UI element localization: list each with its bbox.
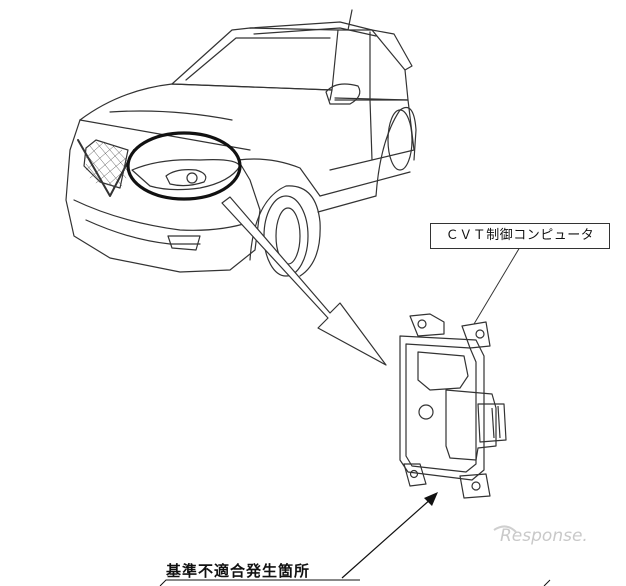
grille-mesh (85, 141, 129, 189)
hood-line (109, 110, 233, 121)
v-motion-chrome (77, 139, 135, 197)
response-watermark: Response. (500, 526, 588, 546)
ecu-breather (418, 404, 434, 420)
ecu-housing-inner (405, 343, 477, 473)
side-mirror (325, 83, 361, 105)
fog-light (167, 235, 201, 251)
headlamp-bulb (186, 172, 198, 184)
watermark-swoosh (493, 525, 517, 533)
grille-outline (83, 139, 129, 189)
roof-rail (249, 21, 373, 31)
hood-top (79, 83, 333, 121)
side-sill-top (319, 171, 411, 197)
bracket-right-end (543, 579, 551, 586)
pointer-arrow (221, 196, 387, 366)
ecu-raised-panel (417, 351, 469, 391)
cvt-computer-label: ＣＶＴ制御コンピュータ (430, 223, 610, 249)
ecu-bolt-hole (475, 329, 485, 339)
connector-ridge (497, 405, 501, 439)
headlamp-highlight-ellipse (126, 131, 242, 201)
ecu-mount-top-right (461, 321, 491, 349)
vehicle-drawing (65, 9, 417, 277)
ecu-bolt-hole (417, 319, 427, 329)
ecu-mount-top-left (409, 313, 445, 337)
front-fender (237, 158, 321, 197)
windshield-inner (185, 37, 331, 81)
ecu-housing (399, 335, 485, 481)
defect-arrow-head (424, 492, 438, 506)
ecu-connector (445, 389, 497, 461)
wheel-arch (249, 185, 321, 277)
ecu-connector-plug (477, 403, 507, 443)
roof-rail-inner (253, 27, 377, 37)
side-window-rear (371, 29, 413, 71)
defect-arrow-line (341, 497, 433, 579)
ecu-bolt-hole (409, 469, 419, 479)
bumper-line (73, 199, 251, 231)
defect-label-underline (159, 579, 360, 586)
defect-location-label: 基準不適合発生箇所 (166, 562, 311, 580)
ecu-mount-bottom-right (459, 473, 491, 499)
rear-wheel (387, 109, 413, 171)
front-fascia (65, 119, 261, 273)
door-gap (369, 99, 373, 161)
connector-ridge (491, 407, 495, 439)
headlamp-inner (165, 169, 207, 187)
antenna (347, 9, 353, 31)
side-sill (317, 195, 377, 213)
ecu-bolt-hole (471, 481, 481, 491)
label-leader-line (473, 246, 521, 325)
lower-intake (85, 219, 201, 245)
windshield (171, 27, 339, 91)
cvt-ecu-drawing (399, 313, 507, 499)
ecu-mount-bottom-left (403, 463, 427, 487)
